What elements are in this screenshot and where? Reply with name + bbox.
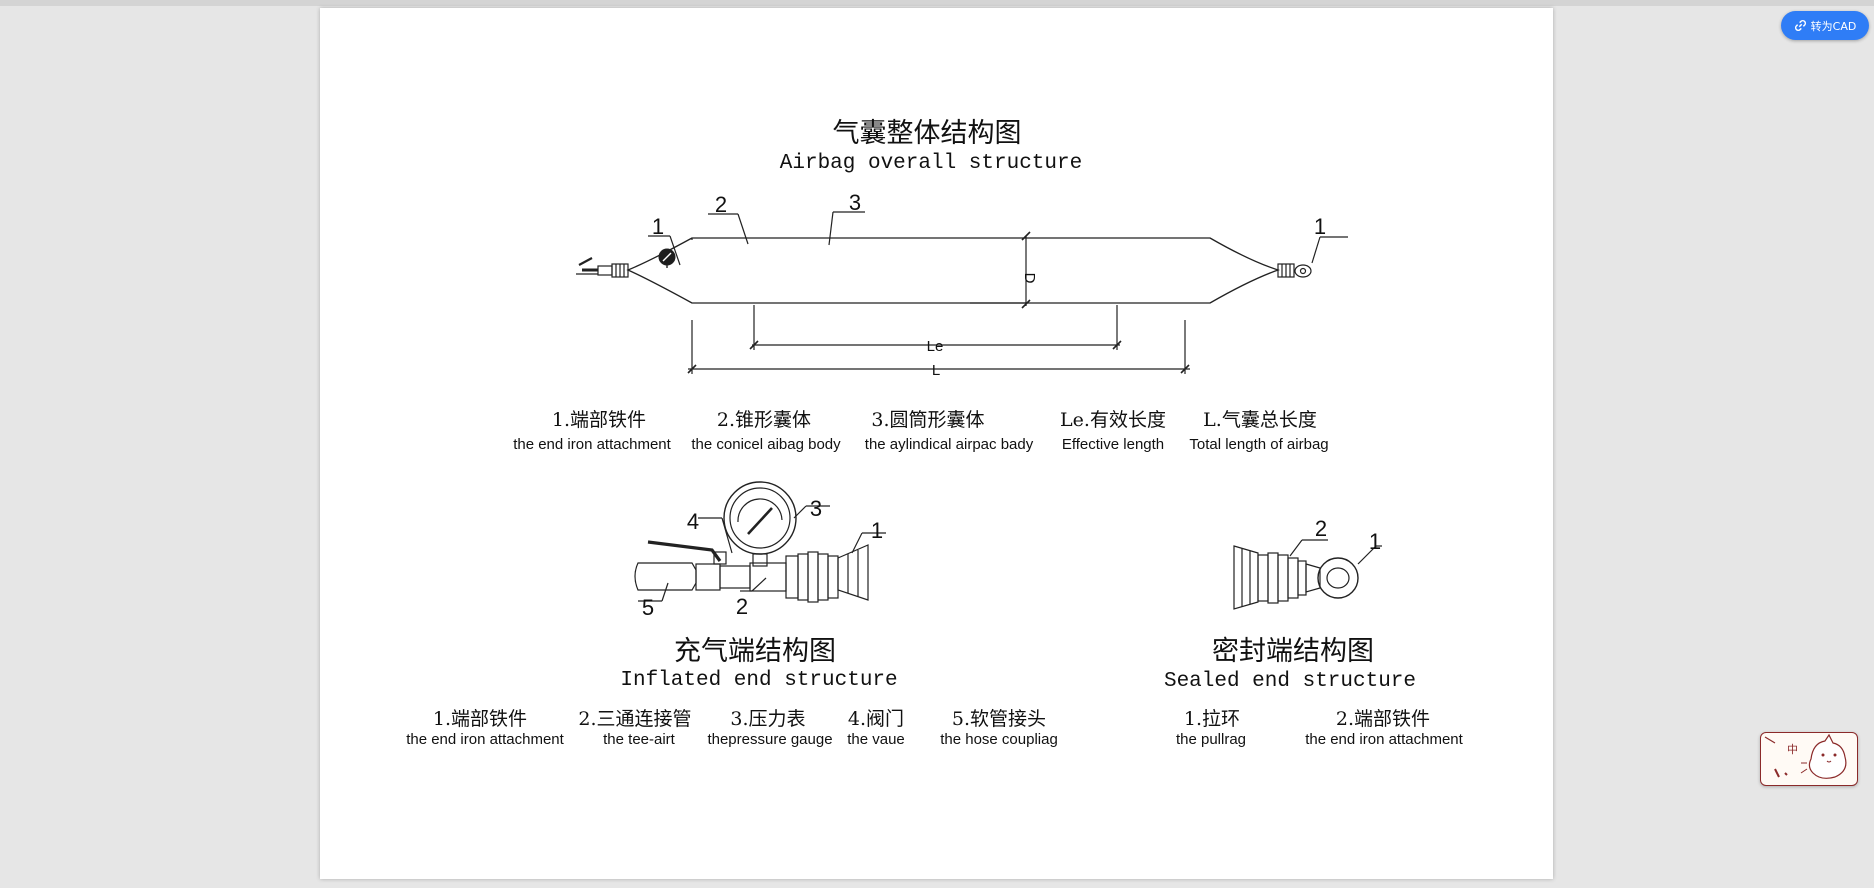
sealed-callout-leaders [1289, 539, 1382, 565]
dimension-L-label: L [932, 362, 940, 379]
airbag-left-fitting [576, 257, 629, 278]
legend-overall-1-cn: 1.端部铁件 [552, 409, 646, 431]
dimension-Le [749, 305, 1122, 350]
legend-overall-2-cn: 2.锥形囊体 [717, 409, 811, 431]
overall-callout-1-left: 1 [652, 214, 664, 239]
dimension-D [970, 231, 1031, 309]
legend-inflated-5-en: the hose coupliag [940, 731, 1058, 748]
airbag-right-fitting [1277, 263, 1312, 278]
overall-title-cn: 气囊整体结构图 [833, 118, 1022, 149]
inflated-callout-2: 2 [736, 594, 748, 619]
legend-inflated-3-cn: 3.压力表 [730, 708, 805, 730]
inflated-title-cn: 充气端结构图 [674, 636, 836, 667]
top-scroll-strip [0, 0, 1874, 6]
legend-inflated-4-en: the vaue [847, 731, 905, 748]
inflated-callout-5: 5 [642, 595, 654, 620]
legend-overall-Le-en: Effective length [1062, 436, 1164, 453]
airbag-body [626, 237, 1281, 304]
drawing-page: 气囊整体结构图 Airbag overall structure 1 2 3 1… [320, 8, 1553, 879]
legend-inflated-4-cn: 4.阀门 [848, 708, 904, 730]
sealed-callout-2: 2 [1315, 516, 1327, 541]
overall-title-en: Airbag overall structure [780, 152, 1082, 175]
convert-to-cad-button[interactable]: 转为CAD [1781, 11, 1869, 40]
overall-callout-leaders [648, 211, 1348, 266]
sealed-callout-1: 1 [1369, 529, 1381, 554]
legend-inflated-2-cn: 2.三通连接管 [578, 708, 691, 730]
sealed-end-drawing [1233, 545, 1359, 610]
legend-overall-3-cn: 3.圆筒形囊体 [871, 409, 984, 431]
legend-inflated-1-en: the end iron attachment [406, 731, 564, 748]
legend-inflated-3-en: thepressure gauge [707, 731, 832, 748]
legend-overall-Le-cn: Le.有效长度 [1060, 409, 1166, 431]
inflated-title-en: Inflated end structure [620, 669, 897, 692]
drawing-canvas: 气囊整体结构图 Airbag overall structure 1 2 3 1… [406, 118, 1463, 748]
dimension-D-label: D [1021, 273, 1038, 284]
legend-inflated-5-cn: 5.软管接头 [952, 708, 1046, 730]
language-label: 中 [1787, 743, 1798, 756]
legend-sealed-2-en: the end iron attachment [1305, 731, 1463, 748]
sealed-title-en: Sealed end structure [1164, 670, 1416, 693]
legend-overall-1-en: the end iron attachment [513, 436, 671, 453]
legend-overall-L-en: Total length of airbag [1189, 436, 1328, 453]
legend-sealed-1-cn: 1.拉环 [1184, 708, 1240, 730]
legend-sealed-1-en: the pullrag [1176, 731, 1246, 748]
overall-callout-2: 2 [715, 192, 727, 217]
legend-inflated-1-cn: 1.端部铁件 [433, 708, 527, 730]
dimension-L [687, 320, 1190, 374]
inflated-end-drawing [634, 481, 869, 603]
legend-overall-3-en: the aylindical airpac bady [865, 436, 1034, 453]
overall-callout-3: 3 [849, 190, 861, 215]
convert-to-cad-label: 转为CAD [1810, 19, 1857, 33]
inflated-callout-1: 1 [871, 518, 883, 543]
legend-overall-L-cn: L.气囊总长度 [1203, 409, 1317, 431]
legend-sealed-2-cn: 2.端部铁件 [1336, 708, 1430, 730]
overall-callout-1-right: 1 [1314, 214, 1326, 239]
floating-assistant-widget[interactable]: 中 [1760, 732, 1858, 786]
inflated-callout-3: 3 [810, 496, 822, 521]
dimension-Le-label: Le [927, 338, 944, 355]
inflated-callout-leaders [638, 505, 886, 602]
link-icon [1794, 19, 1806, 32]
legend-inflated-2-en: the tee-airt [603, 731, 676, 748]
cat-mascot-icon [1764, 733, 1847, 779]
sealed-title-cn: 密封端结构图 [1212, 636, 1374, 667]
inflated-callout-4: 4 [687, 509, 699, 534]
legend-overall-2-en: the conicel aibag body [691, 436, 841, 453]
